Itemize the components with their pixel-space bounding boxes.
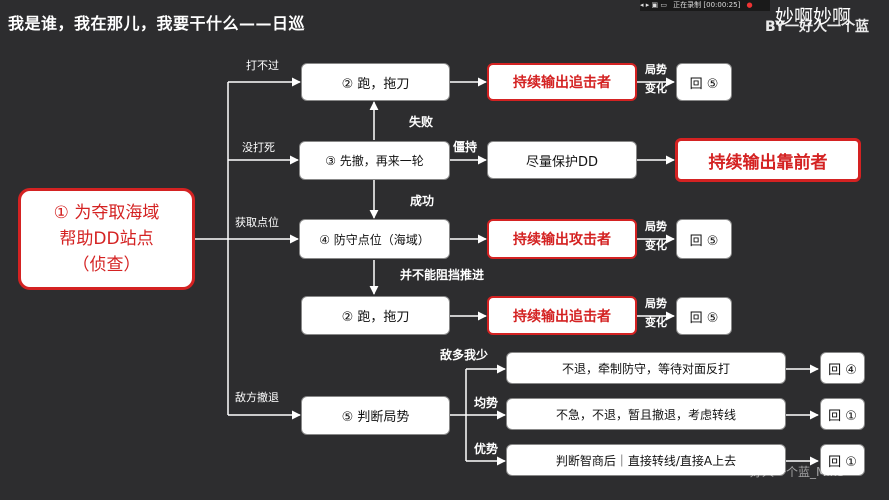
edge-label-fail: 失败 [409,115,434,129]
root-line-2: 帮助DD站点 [59,229,154,249]
trend-line-2: 变化 [645,316,667,329]
branch-label-enemy-retreat: 敌方撤退 [235,391,279,404]
root-node: ① 为夺取海域 帮助DD站点 （侦查） [18,188,195,290]
edge-label-advantage: 优势 [474,442,499,456]
outcome-protect-dd: 尽量保护DD [487,141,637,179]
watermark-top: 妙啊妙啊 [775,6,852,28]
trend-line-1: 局势 [645,63,667,76]
edge-label-balanced: 均势 [474,396,499,410]
edge-label-enemy-more: 敌多我少 [440,348,489,362]
outcome-no-rush: 不急，不退，暂且撤退，考虑转线 [506,398,786,430]
node-run-2: ② 跑，拖刀 [301,296,450,335]
trend-line-1: 局势 [645,220,667,233]
record-dot-icon[interactable]: ● [746,1,753,9]
edge-label-stalemate: 僵持 [453,140,478,154]
node-defend: ④ 防守点位（海域） [299,219,450,259]
return-box-6: 回 ① [820,444,865,476]
trend-label-2: 局势 变化 [642,217,670,255]
return-box-1: 回 ⑤ [676,63,732,101]
return-box-2: 回 ⑤ [676,219,732,259]
recording-controls-icon[interactable]: ◂ ▸ ▣ ▭ [640,1,667,9]
brand-label: BY一好人一个蓝 [765,19,870,35]
watermark-bottom: 好人一个蓝_Mike [750,465,844,479]
trend-line-1: 局势 [645,297,667,310]
trend-line-2: 变化 [645,239,667,252]
branch-label-get-point: 获取点位 [235,216,279,229]
branch-label-fight-fail: 打不过 [246,59,279,72]
return-box-4: 回 ④ [820,352,865,384]
branch-label-not-kill: 没打死 [242,141,275,154]
root-line-1: ① 为夺取海域 [53,203,160,223]
outcome-chaser-1: 持续输出追击者 [487,63,637,101]
outcome-no-retreat: 不退，牵制防守，等待对面反打 [506,352,786,384]
root-line-3: （侦查） [72,255,141,275]
outcome-judge-advantage: 判断智商后｜直接转线/直接A上去 [506,444,786,476]
node-first-strike: ③ 先撤，再来一轮 [299,141,450,180]
trend-label-3: 局势 变化 [642,294,670,332]
return-box-3: 回 ⑤ [676,297,732,335]
trend-line-2: 变化 [645,82,667,95]
node-judge: ⑤ 判断局势 [301,396,450,435]
edge-label-success: 成功 [410,194,435,208]
trend-label-1: 局势 变化 [642,60,670,98]
page-title: 我是谁，我在那儿，我要干什么——日巡 [8,14,306,33]
edge-label-cannot-block: 并不能阻挡推进 [400,268,485,282]
recording-status: 正在录制 [00:00:25] [673,1,741,9]
outcome-chaser-2: 持续输出追击者 [487,296,637,335]
outcome-attacker: 持续输出攻击者 [487,219,637,259]
node-run-1: ② 跑，拖刀 [301,63,450,101]
outcome-front-line: 持续输出靠前者 [675,138,861,182]
return-box-5: 回 ① [820,398,865,430]
recording-toolbar: ◂ ▸ ▣ ▭ 正在录制 [00:00:25] ● [640,0,770,11]
